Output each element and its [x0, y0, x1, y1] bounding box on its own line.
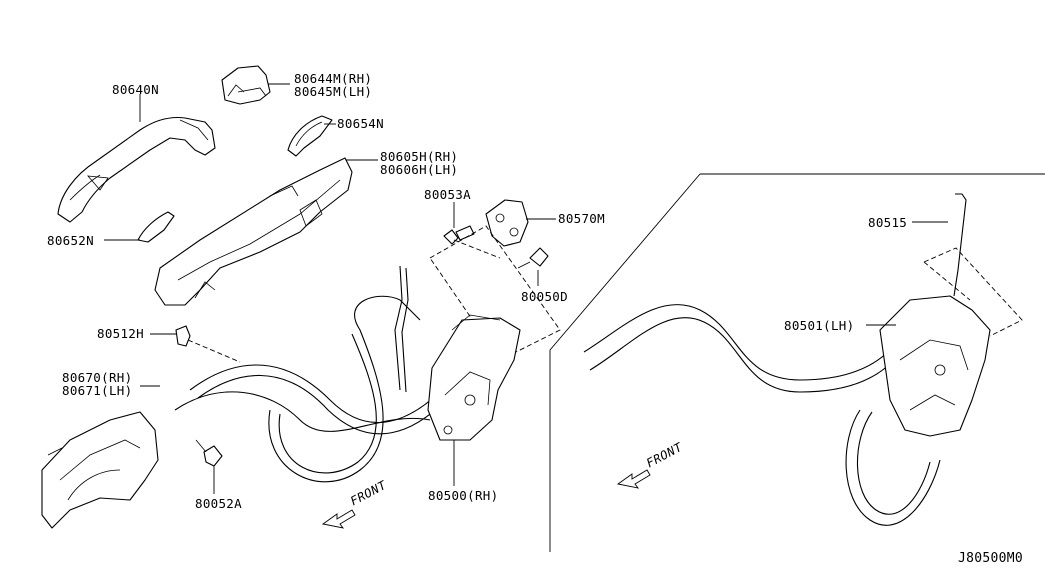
label-80500-RH: 80500(RH) [428, 488, 499, 503]
lh-door-lock-actuator-part [879, 295, 991, 437]
label-80050D: 80050D [521, 289, 568, 304]
handle-bracket-part [154, 157, 353, 306]
outside-handle-part [57, 116, 216, 223]
lock-rod-part [953, 193, 967, 297]
small-gasket-part [137, 211, 175, 243]
rh-cables [174, 265, 447, 483]
label-80605H-RH: 80605H(RH) [380, 149, 459, 164]
label-80053A: 80053A [424, 187, 471, 202]
label-80671-LH: 80671(LH) [62, 383, 133, 398]
front-arrow-lh [616, 469, 651, 489]
bolt-part [517, 247, 549, 269]
lh-guide-lines [923, 247, 1023, 337]
label-80640N: 80640N [112, 82, 159, 97]
label-80052A: 80052A [195, 496, 242, 511]
inside-handle-part [41, 411, 159, 529]
label-80652N: 80652N [47, 233, 94, 248]
label-80606H-LH: 80606H(LH) [380, 162, 459, 177]
leader-lines [104, 83, 948, 494]
panel-divider [549, 173, 1045, 552]
front-arrow-rh [321, 509, 356, 529]
label-80501-LH: 80501(LH) [784, 318, 855, 333]
striker-part [485, 199, 529, 247]
lh-cables [583, 304, 941, 526]
rh-door-lock-actuator-part [427, 314, 521, 441]
handle-bolt-part [195, 439, 223, 467]
diagram-code: J80500M0 [958, 551, 1024, 566]
label-80654N: 80654N [337, 116, 384, 131]
label-80570M: 80570M [558, 211, 605, 226]
label-80515: 80515 [868, 215, 908, 230]
clip-part [175, 325, 241, 363]
handle-cap-part [221, 65, 271, 105]
label-80670-RH: 80670(RH) [62, 370, 133, 385]
label-80644M-RH: 80644M(RH) [294, 71, 373, 86]
label-80512H: 80512H [97, 326, 144, 341]
gasket-part [287, 115, 333, 157]
label-80645M-LH: 80645M(LH) [294, 84, 373, 99]
